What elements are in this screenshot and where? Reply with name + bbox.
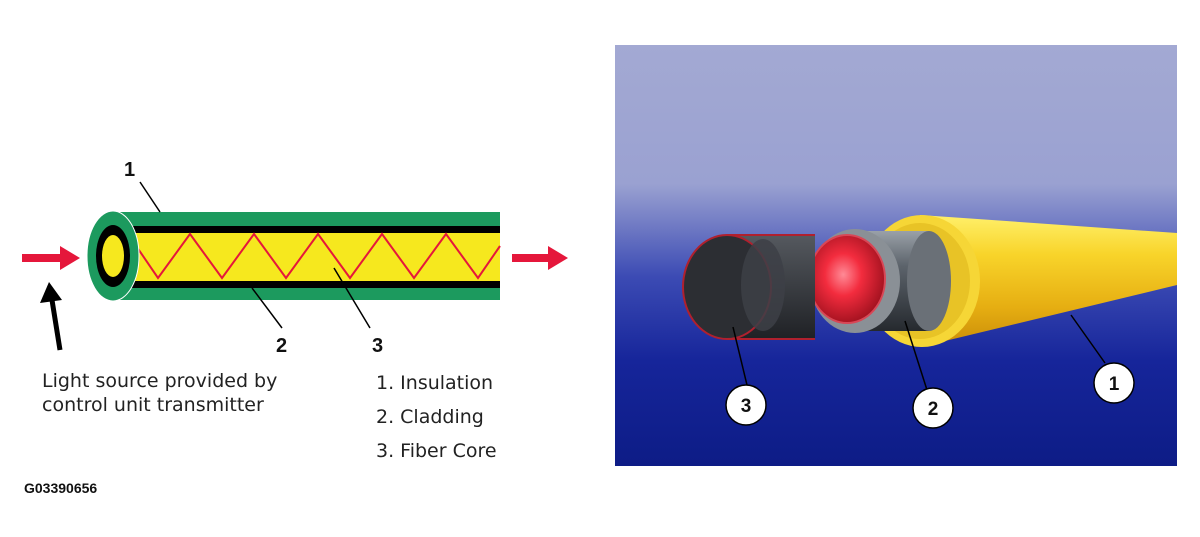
callout-label-cladding: 2 [276, 335, 288, 357]
callout-text-3d-2: 2 [928, 399, 939, 420]
fiber-cable-3d-illustration: 3 2 1 [615, 45, 1177, 466]
input-light-arrow [22, 246, 80, 270]
light-source-caption-line-1: Light source provided by [42, 370, 278, 392]
fiber-core-end-cap [102, 235, 124, 277]
fiber-core [112, 233, 500, 281]
light-path-zigzag [127, 232, 501, 280]
light-source-caption: Light source provided by control unit tr… [42, 369, 277, 417]
callout-label-fiber-core: 3 [372, 335, 384, 357]
callout-leader-1 [139, 181, 161, 213]
fiber-core-glow [808, 234, 886, 324]
callout-leader-3d-2 [904, 320, 928, 391]
fiber-cable-diagram [22, 181, 568, 351]
callout-text-3d-3: 3 [741, 396, 752, 417]
light-source-caption-line-2: control unit transmitter [42, 394, 264, 416]
callout-text-3d-1: 1 [1109, 374, 1120, 395]
output-light-arrow [512, 246, 568, 270]
callout-circle-3d-3 [725, 384, 767, 426]
callout-leader-3d-3 [732, 326, 748, 386]
legend-item-cladding: 2. Cladding [376, 406, 484, 428]
callout-leader-2 [251, 287, 283, 329]
light-source-pointer-arrow [40, 282, 63, 351]
fiber-cable-body [86, 210, 501, 302]
callout-circle-3d-1 [1093, 362, 1135, 404]
legend-item-fiber-core: 3. Fiber Core [376, 440, 497, 462]
callout-label-insulation: 1 [124, 159, 136, 181]
legend-item-insulation: 1. Insulation [376, 372, 494, 394]
fiber-core-segment-3d [682, 234, 815, 340]
component-legend: 1. Insulation 2. Cladding 3. Fiber Core [376, 370, 497, 472]
figure-id: G03390656 [24, 480, 98, 496]
callout-leader-3 [333, 267, 371, 329]
callout-leader-3d-1 [1070, 314, 1106, 364]
callout-circle-3d-2 [912, 387, 954, 429]
